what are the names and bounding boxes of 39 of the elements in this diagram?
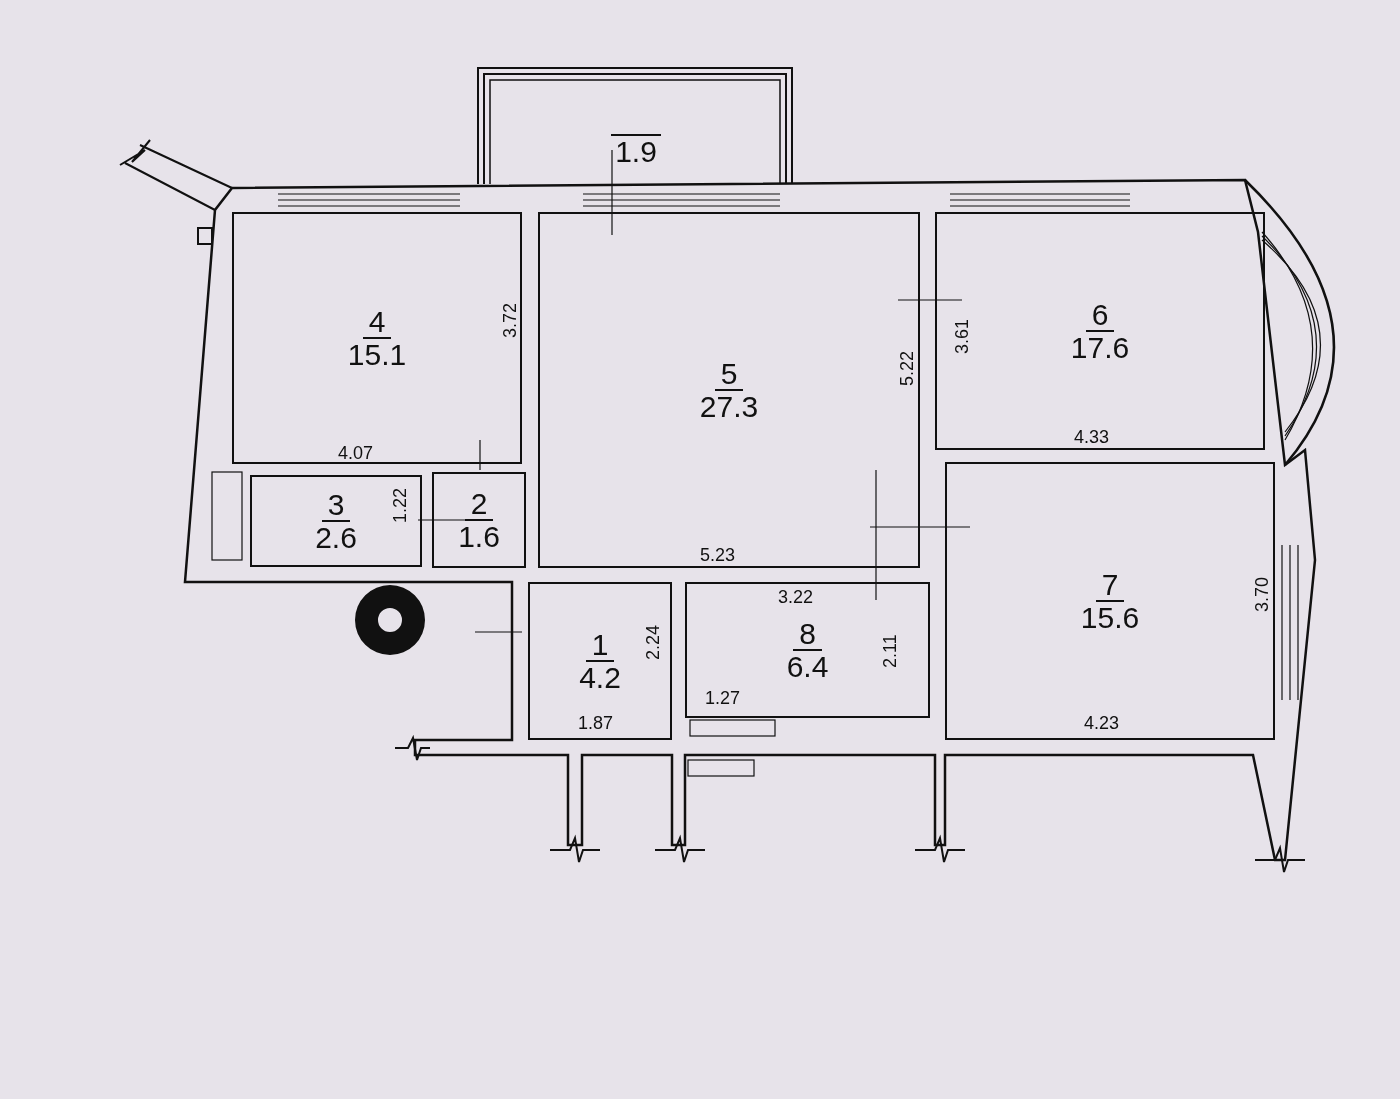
room-area — [432, 472, 526, 568]
dimension-label: 3.61 — [952, 318, 973, 354]
room-area — [528, 582, 672, 740]
room-area — [935, 212, 1265, 450]
area-value: 1.6 — [457, 521, 501, 553]
dimension-label: 5.23 — [700, 545, 736, 566]
dimension-label: 1.22 — [390, 487, 411, 523]
room-number: 1 — [585, 628, 615, 662]
room-area — [945, 462, 1275, 740]
room-number: 2 — [464, 487, 494, 521]
area-value: 17.6 — [1069, 332, 1131, 364]
area-value: 4.2 — [578, 662, 622, 694]
dimension-label: 4.07 — [338, 443, 374, 464]
room-number: 3 — [321, 488, 351, 522]
dimension-label: 4.23 — [1084, 713, 1120, 734]
room-number: 5 — [714, 357, 744, 391]
room-number: 8 — [793, 617, 822, 651]
dimension-label: 4.33 — [1074, 427, 1110, 448]
area-value: 1.9 — [611, 134, 661, 168]
dimension-label: 5.22 — [897, 350, 918, 386]
room-number: 7 — [1095, 568, 1125, 602]
area-value: 6.4 — [785, 651, 830, 683]
dimension-label: 2.24 — [643, 624, 664, 660]
area-value: 27.3 — [698, 391, 760, 423]
dimension-label: 2.11 — [880, 634, 901, 668]
room-area — [250, 475, 422, 567]
room-number: 4 — [362, 305, 392, 339]
room-number: 6 — [1085, 298, 1115, 332]
area-value: 15.1 — [346, 339, 408, 371]
area-value: 15.6 — [1079, 602, 1141, 634]
dimension-label: 3.22 — [778, 587, 814, 608]
room-area — [538, 212, 920, 568]
dimension-label: 3.70 — [1252, 576, 1273, 612]
dimension-label: 1.27 — [705, 688, 741, 709]
dimension-label: 1.87 — [578, 713, 614, 734]
dimension-label: 3.72 — [500, 302, 521, 338]
area-value: 2.6 — [314, 522, 358, 554]
room-area — [685, 582, 930, 718]
room-area — [232, 212, 522, 464]
